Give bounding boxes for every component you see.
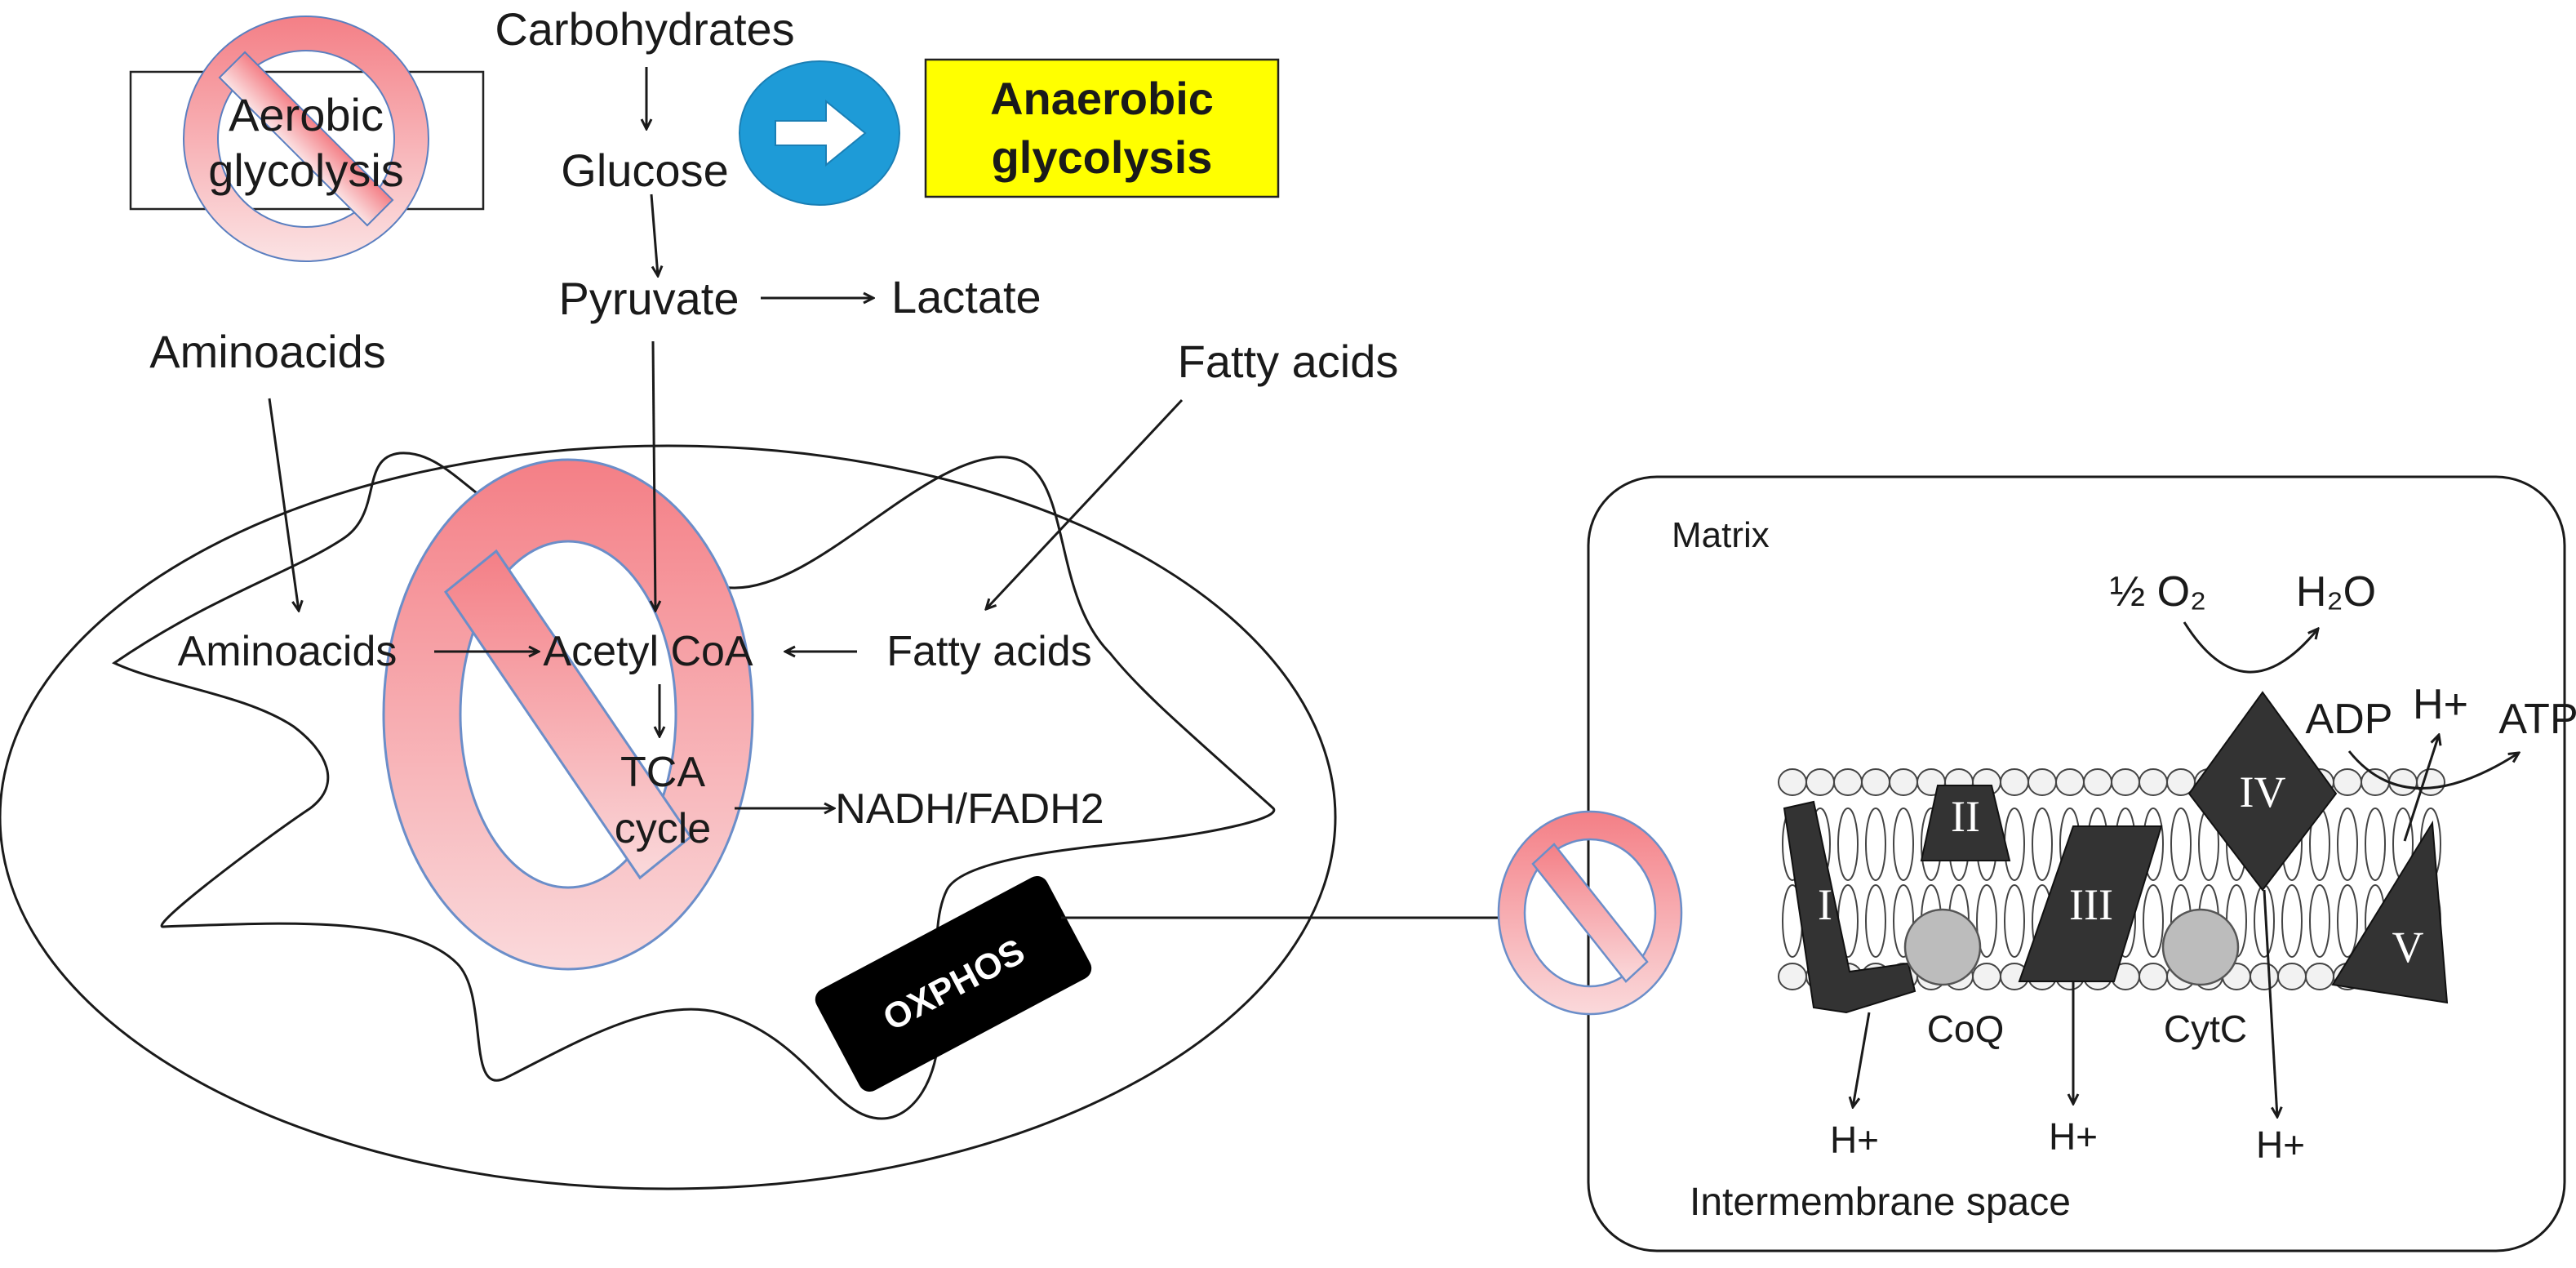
coq-label: CoQ <box>1927 1008 2005 1050</box>
nadh-fadh2-label: NADH/FADH2 <box>835 785 1104 833</box>
anaerobic-label-line2: glycolysis <box>992 131 1213 183</box>
arrow-h-complex-v <box>2403 735 2439 842</box>
lipid-head <box>2388 768 2418 796</box>
h-plus-2-label: H+ <box>2049 1115 2098 1158</box>
lipid-head <box>2139 963 2168 990</box>
lipid-head <box>2333 768 2362 796</box>
complex-i: I <box>1783 800 1916 1014</box>
lipid-tail <box>2004 884 2025 958</box>
mitochondrion-outer-membrane <box>0 444 1337 1190</box>
glycolysis-pathway: Carbohydrates Glucose Pyruvate Lactate <box>495 3 1041 324</box>
aminoacids-inner-label: Aminoacids <box>178 628 398 675</box>
complex-ii-label: II <box>1951 792 1980 841</box>
h-plus-3-label: H+ <box>2256 1123 2305 1166</box>
h-plus-1-label: H+ <box>1830 1119 1879 1161</box>
fatty-acids-outer-label: Fatty acids <box>1178 336 1399 387</box>
complex-v: V <box>2331 820 2449 1004</box>
lipid-head <box>2277 963 2307 990</box>
intermembrane-label: Intermembrane space <box>1690 1181 2071 1224</box>
lipid-head <box>1778 768 1807 796</box>
lipid-head <box>2055 768 2085 796</box>
complex-iii-label: III <box>2069 880 2113 929</box>
prohibited-icon <box>182 16 430 262</box>
lipid-head <box>2111 768 2140 796</box>
lactate-label: Lactate <box>891 271 1042 323</box>
lipid-tail <box>1865 884 1886 958</box>
complex-ii: II <box>1920 785 2011 861</box>
lipid-head <box>1972 963 2001 990</box>
arrow-h-complex-iv <box>2263 889 2277 1117</box>
cytc-label: CytC <box>2164 1008 2247 1050</box>
lipid-tail <box>2143 884 2164 958</box>
lipid-head <box>2305 963 2334 990</box>
matrix-label: Matrix <box>1672 515 1770 555</box>
carbohydrates-label: Carbohydrates <box>495 3 794 55</box>
lipid-head <box>2139 768 2168 796</box>
fatty-acids-inner-label: Fatty acids <box>886 628 1091 675</box>
lipid-head <box>1778 963 1807 990</box>
lipid-tail <box>2281 884 2303 958</box>
aminoacids-outer-label: Aminoacids <box>149 326 385 377</box>
lipid-tail <box>1893 808 1914 881</box>
complex-iv: IV <box>2187 691 2338 892</box>
lipid-tail <box>1837 808 1859 881</box>
aerobic-glycolysis-block: Aerobic glycolysis <box>129 16 485 262</box>
complex-v-label: V <box>2392 923 2424 972</box>
lipid-head <box>2000 768 2029 796</box>
anaerobic-label-line1: Anaerobic <box>990 73 1214 124</box>
tca-label-line2: cycle <box>615 805 711 852</box>
glucose-label: Glucose <box>561 145 728 196</box>
arrow-glucose-pyruvate <box>650 194 658 276</box>
etc-prohibited-icon <box>1497 810 1683 1016</box>
arrow-h-complex-i <box>1853 1012 1871 1107</box>
tca-prohibited-icon <box>382 458 754 971</box>
arrow-circle-icon <box>739 60 900 206</box>
anaerobic-glycolysis-block: Anaerobic glycolysis <box>924 58 1280 198</box>
atp-label: ATP <box>2498 696 2576 743</box>
tca-label-line1: TCA <box>620 749 705 796</box>
arrow-fattyacids-in <box>986 398 1184 609</box>
lipid-head <box>2083 768 2112 796</box>
lipid-tail <box>2170 808 2192 881</box>
aerobic-label-line2: glycolysis <box>208 145 404 196</box>
lipid-tail <box>1976 884 1997 958</box>
anaerobic-glycolysis-box <box>924 58 1280 198</box>
lipid-head <box>2361 768 2390 796</box>
coq-circle <box>1903 908 1982 986</box>
lipid-tail <box>2004 808 2025 881</box>
lipid-head <box>1833 768 1863 796</box>
lipid-head <box>2027 768 2057 796</box>
aerobic-label-line1: Aerobic <box>229 89 384 140</box>
arrow-o2-h2o <box>2183 621 2318 674</box>
acetyl-coa-label: Acetyl CoA <box>543 628 753 675</box>
lipid-tail <box>2337 884 2358 958</box>
complex-iii: III <box>2018 825 2163 982</box>
lipid-tail <box>1865 808 1886 881</box>
pyruvate-label: Pyruvate <box>559 273 739 324</box>
oxphos-box: OXPHOS <box>815 876 1092 1092</box>
adp-label: ADP <box>2306 696 2393 743</box>
lipid-head <box>2250 963 2279 990</box>
half-o2-label: ½ O₂ <box>2110 568 2206 616</box>
lipid-head <box>1861 768 1890 796</box>
lipid-tail <box>2032 808 2053 881</box>
lipid-head <box>1805 768 1835 796</box>
arrow-pyruvate-acetylcoa <box>653 340 655 611</box>
arrow-aminoacids-in <box>268 398 299 611</box>
lipid-tail <box>2365 808 2386 881</box>
lipid-head <box>1889 768 1918 796</box>
h-plus-top-label: H+ <box>2413 681 2468 728</box>
h2o-label: H₂O <box>2296 568 2376 616</box>
complex-iv-label: IV <box>2240 767 2286 816</box>
lipid-tail <box>2309 884 2330 958</box>
cytc-circle <box>2161 908 2240 986</box>
lipid-tail <box>2337 808 2358 881</box>
complex-i-label: I <box>1818 880 1832 929</box>
